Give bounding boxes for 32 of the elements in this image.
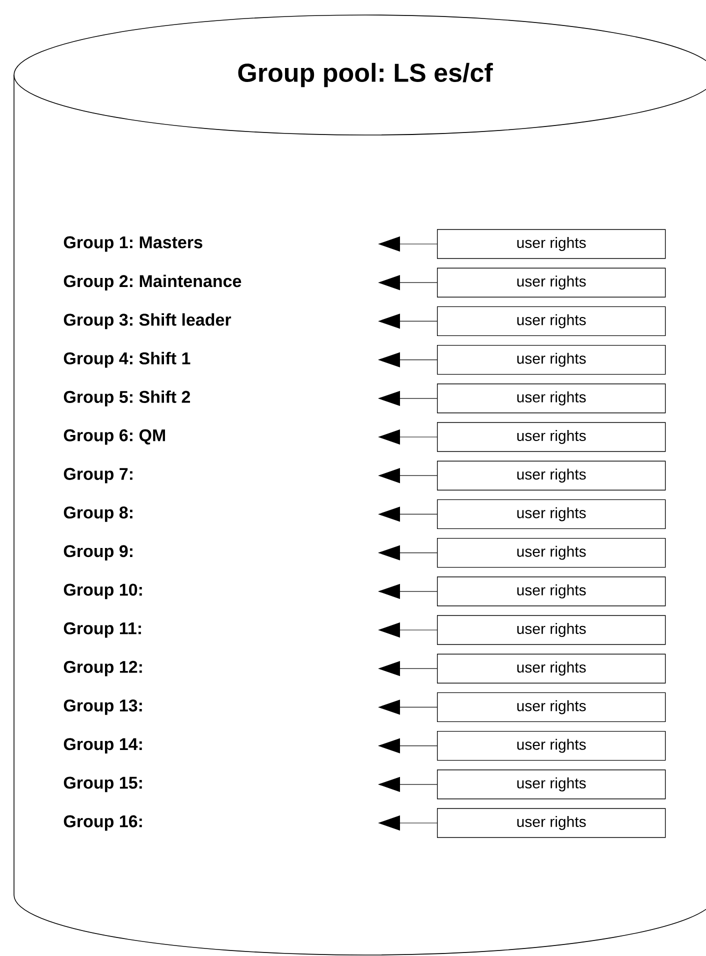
group-label: Group 4: Shift 1 bbox=[64, 352, 190, 368]
group-label: Group 12: bbox=[64, 660, 142, 676]
group-label: Group 15: bbox=[64, 776, 142, 792]
rights-box: user rights bbox=[437, 770, 666, 800]
rights-box: user rights bbox=[437, 730, 666, 761]
rights-box: user rights bbox=[437, 692, 666, 722]
rights-box: user rights bbox=[437, 268, 666, 298]
rights-box: user rights bbox=[437, 615, 666, 645]
group-label: Group 9: bbox=[64, 545, 132, 560]
rights-box: user rights bbox=[437, 344, 666, 375]
group-label: Group 10: bbox=[64, 584, 142, 600]
rights-box: user rights bbox=[437, 808, 666, 838]
group-label: Group 11: bbox=[64, 622, 141, 638]
group-label: Group 7: bbox=[64, 468, 132, 484]
rights-box: user rights bbox=[437, 576, 666, 606]
rights-box: user rights bbox=[437, 306, 666, 336]
group-label: Group 8: bbox=[64, 506, 132, 522]
group-label: Group 14: bbox=[64, 738, 142, 754]
rights-box: user rights bbox=[437, 422, 666, 452]
group-label: Group 6: QM bbox=[64, 429, 165, 445]
group-label: Group 5: Shift 2 bbox=[64, 390, 190, 406]
rights-box: user rights bbox=[437, 460, 666, 490]
rights-box: user rights bbox=[437, 499, 666, 530]
rights-box: user rights bbox=[437, 229, 666, 259]
group-label: Group 3: Shift leader bbox=[64, 313, 232, 330]
rights-box: user rights bbox=[437, 384, 666, 414]
group-label: Group 16: bbox=[64, 815, 142, 831]
group-label: Group 1: Masters bbox=[64, 236, 202, 252]
group-label: Group 13: bbox=[64, 700, 142, 715]
group-label: Group 2: Maintenance bbox=[64, 274, 242, 291]
rights-box: user rights bbox=[437, 654, 666, 684]
rights-box: user rights bbox=[437, 538, 666, 568]
